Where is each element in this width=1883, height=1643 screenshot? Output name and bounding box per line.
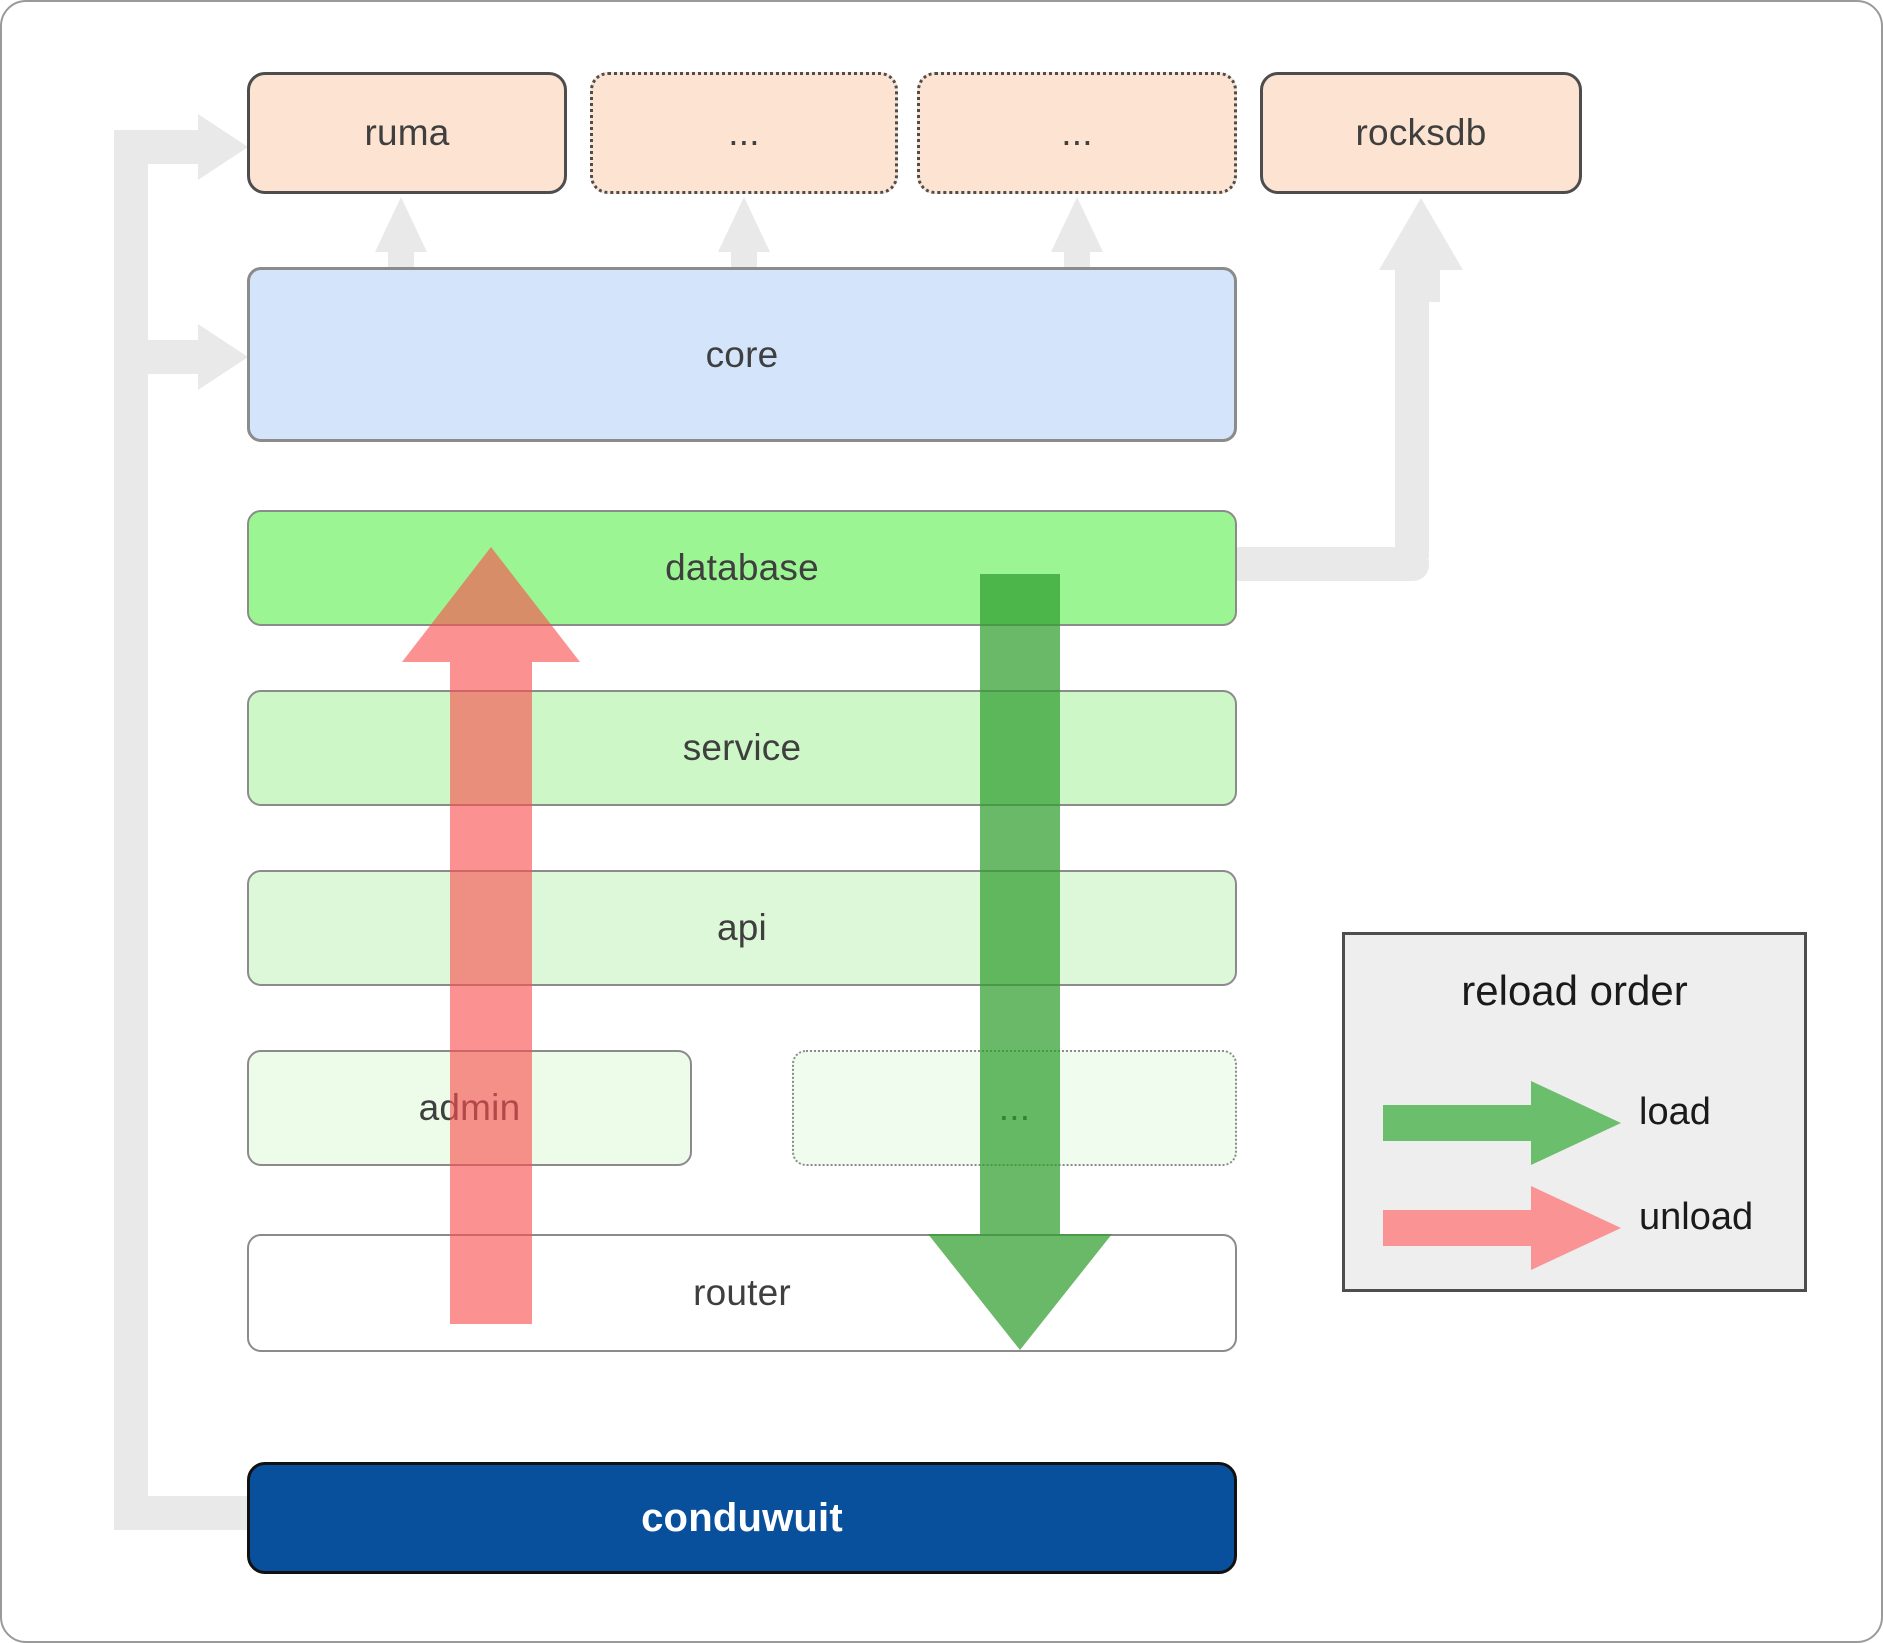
core-label: core (705, 333, 779, 375)
layer-box-admin[interactable]: admin (247, 1050, 692, 1166)
core-box[interactable]: core (247, 267, 1237, 442)
dependency-box-rocksdb[interactable]: rocksdb (1260, 72, 1582, 194)
binary-box-conduwuit[interactable]: conduwuit (247, 1462, 1237, 1574)
dependency-label: ... (1061, 112, 1093, 153)
connector-left-bottom-leg (114, 1496, 254, 1530)
connector-left-branch-ruma (114, 130, 214, 164)
layer-label: router (693, 1272, 791, 1313)
layer-box-placeholder[interactable]: ... (792, 1050, 1237, 1166)
legend-row-load: load (1383, 1075, 1773, 1171)
layer-label: service (682, 727, 802, 768)
legend-panel: reload order load unload (1342, 932, 1807, 1292)
layer-label: api (717, 907, 767, 948)
layer-box-service[interactable]: service (247, 690, 1237, 806)
legend-title: reload order (1461, 967, 1688, 1014)
dependency-label: ruma (364, 112, 450, 153)
layer-box-router[interactable]: router (247, 1234, 1237, 1352)
layer-box-api[interactable]: api (247, 870, 1237, 986)
layer-label: database (665, 547, 819, 588)
dependency-label: rocksdb (1355, 112, 1487, 153)
layer-label: admin (418, 1087, 521, 1128)
dependency-label: ... (728, 112, 760, 153)
connector-right-vertical (1395, 258, 1429, 558)
legend-unload-arrow-icon (1383, 1186, 1621, 1270)
dependency-box-placeholder-2[interactable]: ... (917, 72, 1237, 194)
layer-label: ... (998, 1087, 1031, 1128)
dependency-box-placeholder-1[interactable]: ... (590, 72, 898, 194)
legend-label-load: load (1639, 1091, 1711, 1133)
legend-row-unload: unload (1383, 1180, 1773, 1276)
legend-load-arrow-icon (1383, 1081, 1621, 1165)
legend-label-unload: unload (1639, 1196, 1754, 1238)
binary-label: conduwuit (641, 1495, 843, 1540)
layer-box-database[interactable]: database (247, 510, 1237, 626)
dependency-box-ruma[interactable]: ruma (247, 72, 567, 194)
connector-left-branch-core (114, 340, 214, 374)
